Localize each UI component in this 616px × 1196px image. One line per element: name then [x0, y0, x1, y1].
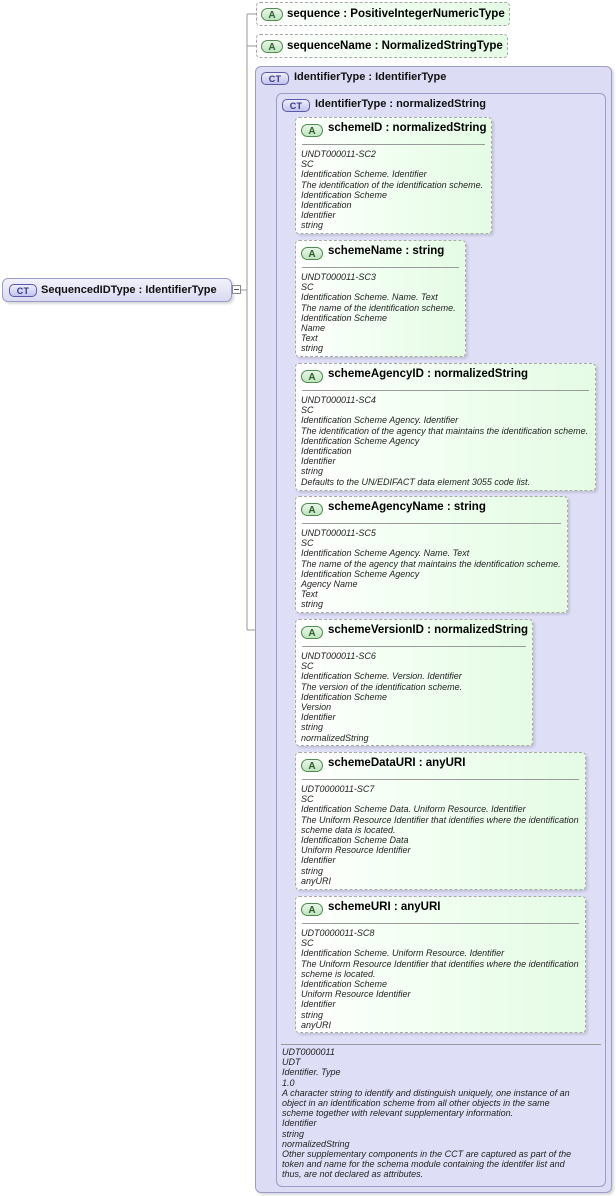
attribute-icon: A: [261, 8, 283, 21]
attribute-scheme-id[interactable]: A schemeID : normalizedString UNDT000011…: [295, 117, 492, 234]
root-type-title: SequencedIDType : IdentifierType: [41, 284, 217, 296]
collapse-toggle[interactable]: [232, 285, 241, 294]
attribute-title: schemeID : normalizedString: [328, 122, 487, 134]
root-type-box[interactable]: CT SequencedIDType : IdentifierType: [2, 278, 232, 302]
identifier-type-base-title: IdentifierType : normalizedString: [315, 98, 486, 110]
attribute-icon: A: [301, 903, 323, 916]
attribute-scheme-version-id[interactable]: A schemeVersionID : normalizedString UND…: [295, 619, 533, 746]
attribute-title: schemeURI : anyURI: [328, 901, 441, 913]
attribute-title: schemeVersionID : normalizedString: [328, 624, 529, 636]
attribute-title: sequence : PositiveIntegerNumericType: [287, 8, 505, 20]
attribute-scheme-agency-name[interactable]: A schemeAgencyName : string UNDT000011-S…: [295, 496, 568, 613]
attribute-title: schemeName : string: [328, 245, 445, 257]
attribute-icon: A: [301, 626, 323, 639]
attribute-scheme-agency-id[interactable]: A schemeAgencyID : normalizedString UNDT…: [295, 363, 596, 491]
attribute-icon: A: [301, 370, 323, 383]
attribute-title: schemeAgencyID : normalizedString: [328, 368, 529, 380]
attribute-icon: A: [261, 40, 283, 53]
attribute-title: sequenceName : NormalizedStringType: [287, 40, 503, 52]
attribute-icon: A: [301, 759, 323, 772]
attribute-icon: A: [301, 124, 323, 137]
complex-type-icon: CT: [282, 99, 310, 112]
attribute-title: schemeDataURI : anyURI: [328, 757, 466, 769]
complex-type-icon: CT: [9, 284, 37, 297]
attribute-icon: A: [301, 247, 323, 260]
identifier-type-title: IdentifierType : IdentifierType: [294, 71, 447, 83]
attribute-sequence-name[interactable]: A sequenceName : NormalizedStringType: [256, 34, 508, 58]
attribute-icon: A: [301, 503, 323, 516]
inner-divider: [281, 1044, 601, 1045]
attribute-title: schemeAgencyName : string: [328, 501, 486, 513]
complex-type-icon: CT: [261, 72, 289, 85]
attribute-sequence[interactable]: A sequence : PositiveIntegerNumericType: [256, 2, 510, 26]
